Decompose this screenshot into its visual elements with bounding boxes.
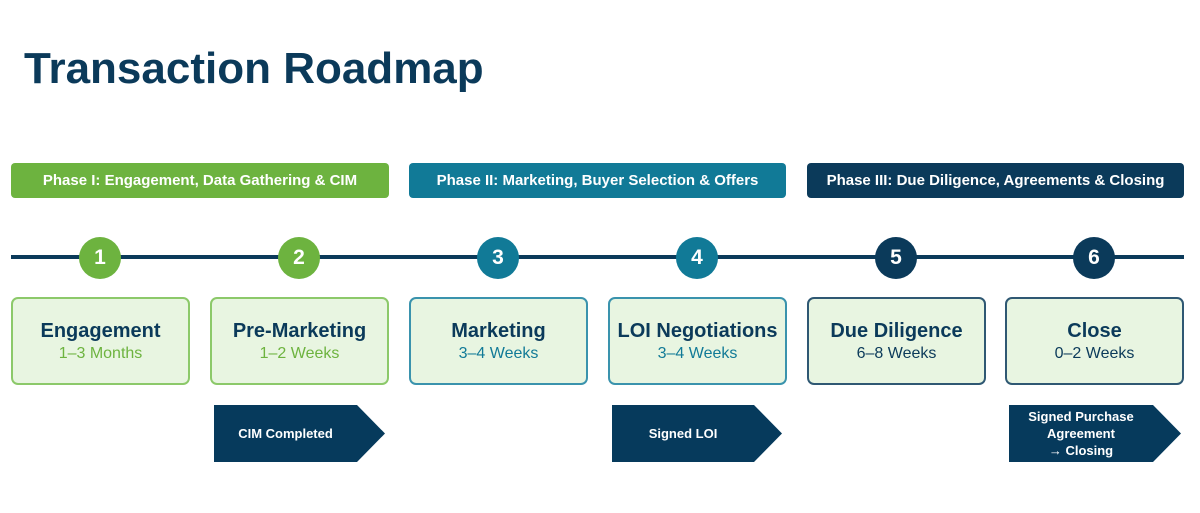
step-name: Marketing: [451, 319, 546, 342]
milestone-line: → Closing: [1048, 443, 1114, 458]
step-name: LOI Negotiations: [617, 319, 778, 342]
step-4-marker: 4: [676, 237, 718, 279]
step-name: Engagement: [40, 319, 161, 342]
step-name: Pre-Marketing: [232, 319, 367, 342]
step-duration: 3–4 Weeks: [458, 344, 539, 362]
phase-3-banner: Phase III: Due Diligence, Agreements & C…: [807, 163, 1184, 198]
step-3-card: Marketing 3–4 Weeks: [409, 297, 588, 385]
step-duration: 1–3 Months: [58, 344, 143, 362]
step-5-marker: 5: [875, 237, 917, 279]
step-name: Close: [1067, 319, 1122, 342]
step-2-card: Pre-Marketing 1–2 Weeks: [210, 297, 389, 385]
milestone-cim-completed: CIM Completed: [214, 405, 385, 462]
step-duration: 6–8 Weeks: [856, 344, 937, 362]
milestone-line: Agreement: [1047, 426, 1115, 441]
phase-2-banner: Phase II: Marketing, Buyer Selection & O…: [409, 163, 786, 198]
step-6-marker: 6: [1073, 237, 1115, 279]
milestone-signed-loi: Signed LOI: [612, 405, 782, 462]
milestone-line: Signed Purchase: [1028, 409, 1134, 424]
step-duration: 0–2 Weeks: [1054, 344, 1135, 362]
step-2-marker: 2: [278, 237, 320, 279]
step-5-card: Due Diligence 6–8 Weeks: [807, 297, 986, 385]
phase-1-banner: Phase I: Engagement, Data Gathering & CI…: [11, 163, 389, 198]
step-4-card: LOI Negotiations 3–4 Weeks: [608, 297, 787, 385]
step-duration: 3–4 Weeks: [657, 344, 738, 362]
step-6-card: Close 0–2 Weeks: [1005, 297, 1184, 385]
step-duration: 1–2 Weeks: [259, 344, 340, 362]
timeline-line: [11, 255, 1184, 259]
step-1-marker: 1: [79, 237, 121, 279]
step-1-card: Engagement 1–3 Months: [11, 297, 190, 385]
step-name: Due Diligence: [830, 319, 963, 342]
page-title: Transaction Roadmap: [24, 44, 484, 93]
step-3-marker: 3: [477, 237, 519, 279]
